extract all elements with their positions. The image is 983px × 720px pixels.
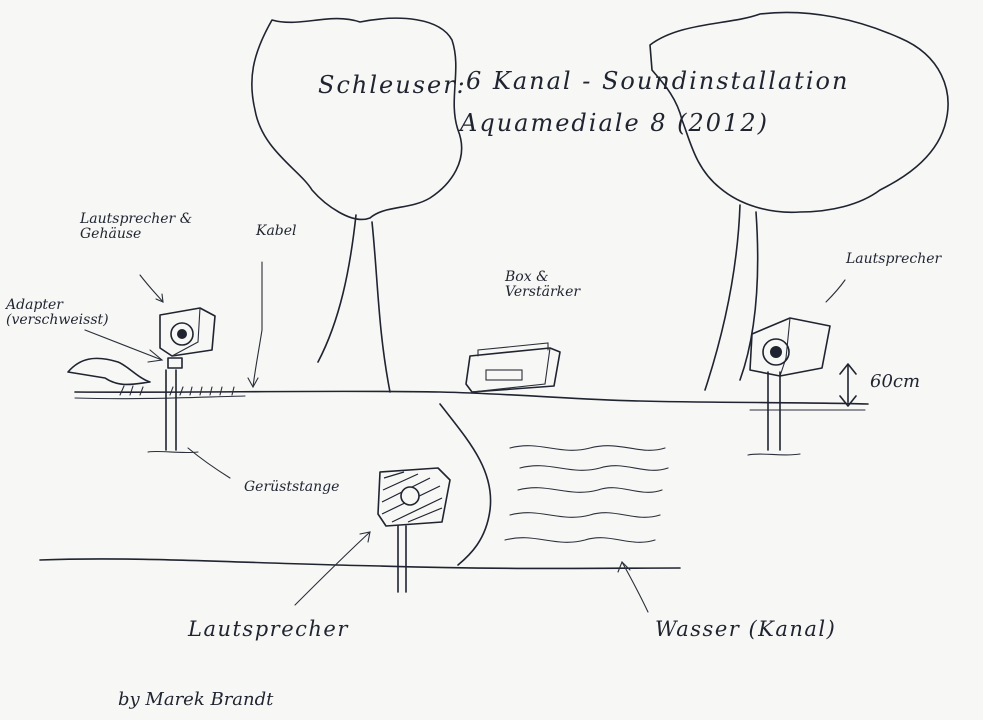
right-tree-trunk [739, 211, 759, 381]
pole-left [165, 369, 177, 451]
left-tree-canopy [251, 17, 463, 221]
speaker-housing-water [377, 467, 451, 527]
speaker-housing-right [749, 317, 831, 377]
right-tree-trunk [704, 204, 741, 391]
label-box-verstaerker: Box & Verstärker [505, 269, 581, 301]
ground-line [74, 395, 246, 400]
pole-pointer [187, 447, 231, 479]
pole-base [747, 453, 801, 456]
water-line [39, 558, 681, 570]
label-adapter: Adapter (verschweisst) [6, 297, 109, 329]
label-geruststange: Gerüststange [244, 479, 340, 495]
label-height: 60cm [870, 371, 921, 392]
water-waves [504, 445, 669, 543]
shade-sketch [67, 357, 151, 386]
water-pointer [621, 561, 649, 613]
label-kabel: Kabel [256, 223, 297, 239]
title-line1-left: Schleuser: [318, 71, 467, 99]
grass [119, 385, 235, 396]
label-lautsprecher-right: Lautsprecher [846, 251, 942, 267]
left-tree-trunk [371, 221, 391, 393]
bank-curve [439, 403, 492, 566]
right-tree-canopy [649, 11, 949, 214]
right-speaker-pointer [825, 279, 846, 303]
amplifier-box [465, 342, 561, 393]
label-lautsprecher-gehaeuse: Lautsprecher & Gehäuse [80, 211, 193, 243]
label-lautsprecher-bottom: Lautsprecher [188, 617, 349, 641]
ground-line [74, 390, 869, 405]
speaker-housing-left [159, 307, 216, 369]
housing-arrow [139, 274, 164, 303]
title-line1-right: 6 Kanal - Soundinstallation [466, 67, 850, 95]
speaker-water-pointer [294, 531, 371, 606]
title-line2: Aquamediale 8 (2012) [460, 109, 769, 137]
label-wasser: Wasser (Kanal) [655, 617, 837, 641]
pole-right [767, 371, 781, 451]
cable-pointer [252, 261, 263, 388]
left-tree-trunk [317, 214, 357, 363]
pole-water [397, 525, 407, 593]
signature: by Marek Brandt [118, 689, 274, 710]
pole-base [147, 450, 199, 454]
adapter-arrow [84, 329, 163, 361]
